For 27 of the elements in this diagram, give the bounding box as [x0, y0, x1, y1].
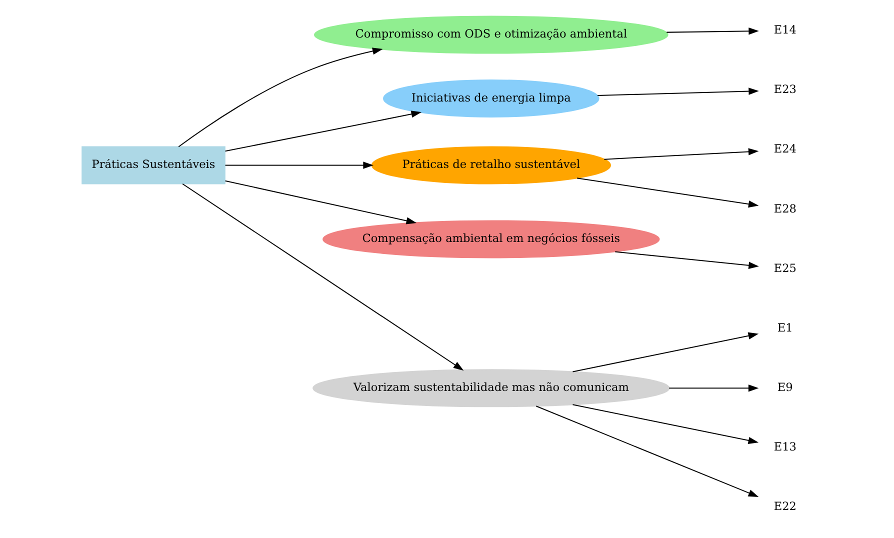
arrow: [572, 332, 758, 372]
arrow: [572, 404, 758, 444]
node-text: E24: [773, 142, 796, 156]
arrow: [224, 110, 422, 152]
arrow: [536, 406, 758, 497]
arrow: [182, 183, 464, 371]
node-text: E14: [773, 24, 796, 37]
node-ellipse: Compensação ambiental em negócios fósseis: [322, 220, 660, 258]
arrow: [604, 148, 758, 160]
node-ellipse: Práticas de retalho sustentável: [370, 146, 610, 184]
arrow: [666, 28, 758, 35]
arrow: [178, 48, 382, 148]
node-text: E23: [773, 83, 796, 96]
node-ellipse: Valorizam sustentabilidade mas não comunicam: [312, 369, 670, 408]
node-text: E25: [773, 262, 796, 275]
arrow: [224, 180, 416, 224]
arrow: [224, 162, 373, 169]
arrow: [668, 384, 758, 392]
node-text: E1: [776, 321, 792, 334]
node-text: E22: [773, 500, 796, 514]
arrow: [614, 251, 758, 269]
node-box: Práticas Sustentáveis: [81, 146, 225, 184]
arrow: [576, 178, 758, 208]
node-text: E28: [773, 202, 796, 216]
arrow: [597, 88, 758, 96]
node-text: E9: [776, 381, 792, 394]
node-text: E13: [773, 440, 796, 454]
